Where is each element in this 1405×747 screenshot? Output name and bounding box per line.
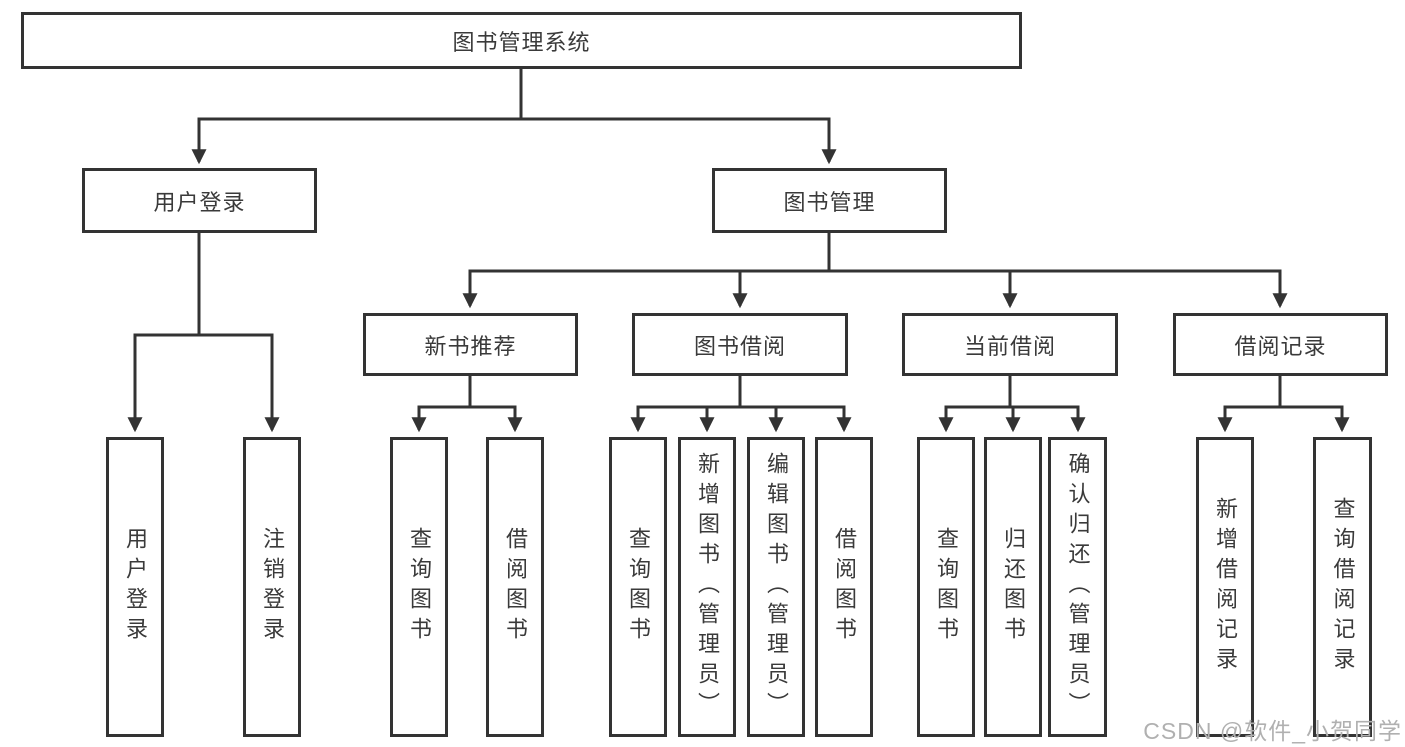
leaf-logout: 注销登录 <box>243 437 301 737</box>
leaf-borrow-books: 借阅图书 <box>815 437 873 737</box>
node-book-borrowing: 图书借阅 <box>632 313 848 376</box>
connector-new-book-recommendation-children <box>411 376 523 433</box>
leaf-borrow-books-recommend: 借阅图书 <box>486 437 544 737</box>
node-new-book-recommendation: 新书推荐 <box>363 313 578 376</box>
connector-current-borrowing-children <box>938 376 1086 433</box>
leaf-confirm-return-admin: 确认归还（管理员） <box>1048 437 1107 737</box>
leaf-return-books: 归还图书 <box>984 437 1042 737</box>
node-borrowing-records: 借阅记录 <box>1173 313 1388 376</box>
connector-borrowing-records-children <box>1217 376 1350 433</box>
watermark: CSDN @软件_小贺同学 <box>1143 718 1402 744</box>
leaf-user-login: 用户登录 <box>106 437 164 737</box>
leaf-add-borrow-record: 新增借阅记录 <box>1196 437 1254 737</box>
connector-root-to-level2 <box>191 69 837 165</box>
connector-user-login-children <box>127 233 280 433</box>
leaf-query-books-recommend: 查询图书 <box>390 437 448 737</box>
node-current-borrowing: 当前借阅 <box>902 313 1118 376</box>
node-library-management-system: 图书管理系统 <box>21 12 1022 69</box>
leaf-edit-books-admin: 编辑图书（管理员） <box>747 437 805 737</box>
leaf-add-books-admin: 新增图书（管理员） <box>678 437 736 737</box>
node-user-login: 用户登录 <box>82 168 317 233</box>
leaf-query-books-current: 查询图书 <box>917 437 975 737</box>
leaf-query-borrow-record: 查询借阅记录 <box>1313 437 1372 737</box>
connector-book-borrowing-children <box>630 376 852 433</box>
connector-book-management-children <box>462 233 1288 309</box>
leaf-query-books-borrowing: 查询图书 <box>609 437 667 737</box>
node-book-management: 图书管理 <box>712 168 947 233</box>
